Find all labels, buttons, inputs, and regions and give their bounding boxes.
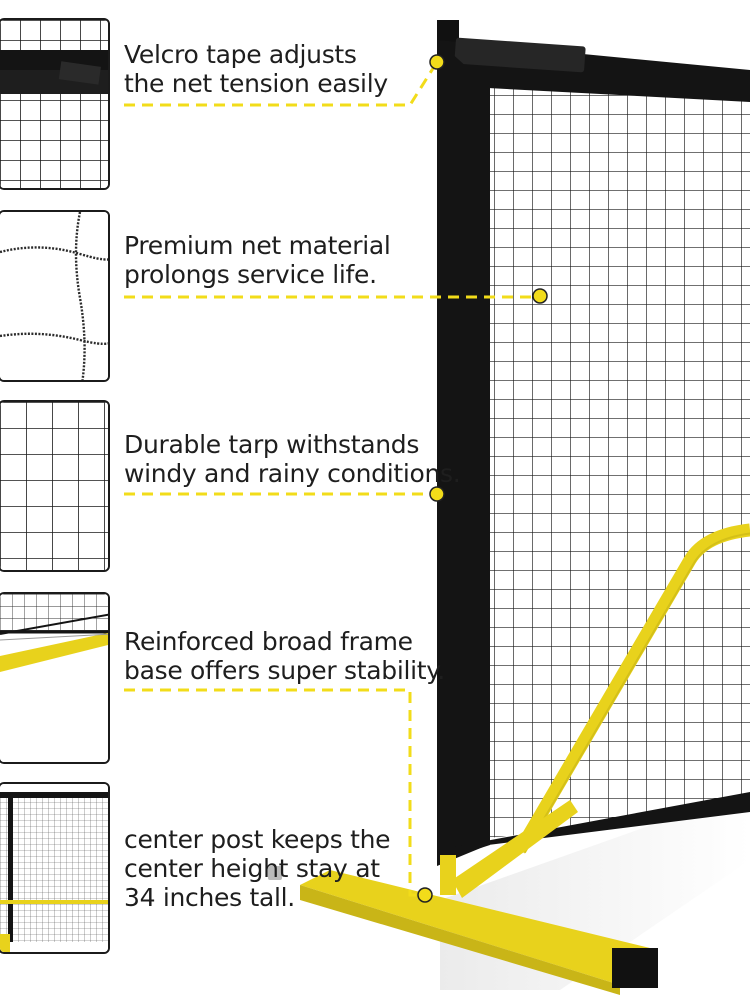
frame-base-detail (0, 592, 110, 764)
net-mesh (488, 72, 750, 838)
foot-cap (612, 948, 658, 988)
callout-dots (417, 54, 548, 903)
feature-line: Reinforced broad frame (124, 627, 413, 656)
front-brace (452, 800, 578, 898)
feature-velcro-text: Velcro tape adjusts the net tension easi… (124, 40, 388, 98)
feature-line: the net tension easily (124, 69, 388, 98)
callout-leaders (124, 61, 540, 897)
tarp-side-band (437, 40, 490, 862)
feature-line: Durable tarp withstands (124, 430, 420, 459)
velcro-strap-detail (0, 18, 110, 190)
feature-line: Premium net material (124, 231, 391, 260)
feature-line: prolongs service life. (124, 260, 377, 289)
feature-line: Velcro tape adjusts (124, 40, 357, 69)
tarp-bottom-band (437, 792, 750, 866)
feature-line: 34 inches tall. (124, 883, 295, 912)
rear-brace (514, 523, 750, 854)
center-post (440, 855, 456, 895)
base-foot (300, 870, 650, 985)
feature-post-text: center post keeps the center height stay… (124, 825, 391, 912)
feature-line: windy and rainy conditions. (124, 459, 461, 488)
tarp-edge-detail (0, 400, 110, 572)
feature-line: base offers super stability. (124, 656, 445, 685)
feature-line: center height stay at (124, 854, 380, 883)
feature-frame-text: Reinforced broad frame base offers super… (124, 627, 445, 685)
feature-tarp-text: Durable tarp withstands windy and rainy … (124, 430, 461, 488)
feature-net-text: Premium net material prolongs service li… (124, 231, 391, 289)
feature-line: center post keeps the (124, 825, 391, 854)
center-post-detail (0, 782, 110, 954)
net-knot-detail (0, 210, 110, 382)
velcro-strap (454, 37, 586, 73)
